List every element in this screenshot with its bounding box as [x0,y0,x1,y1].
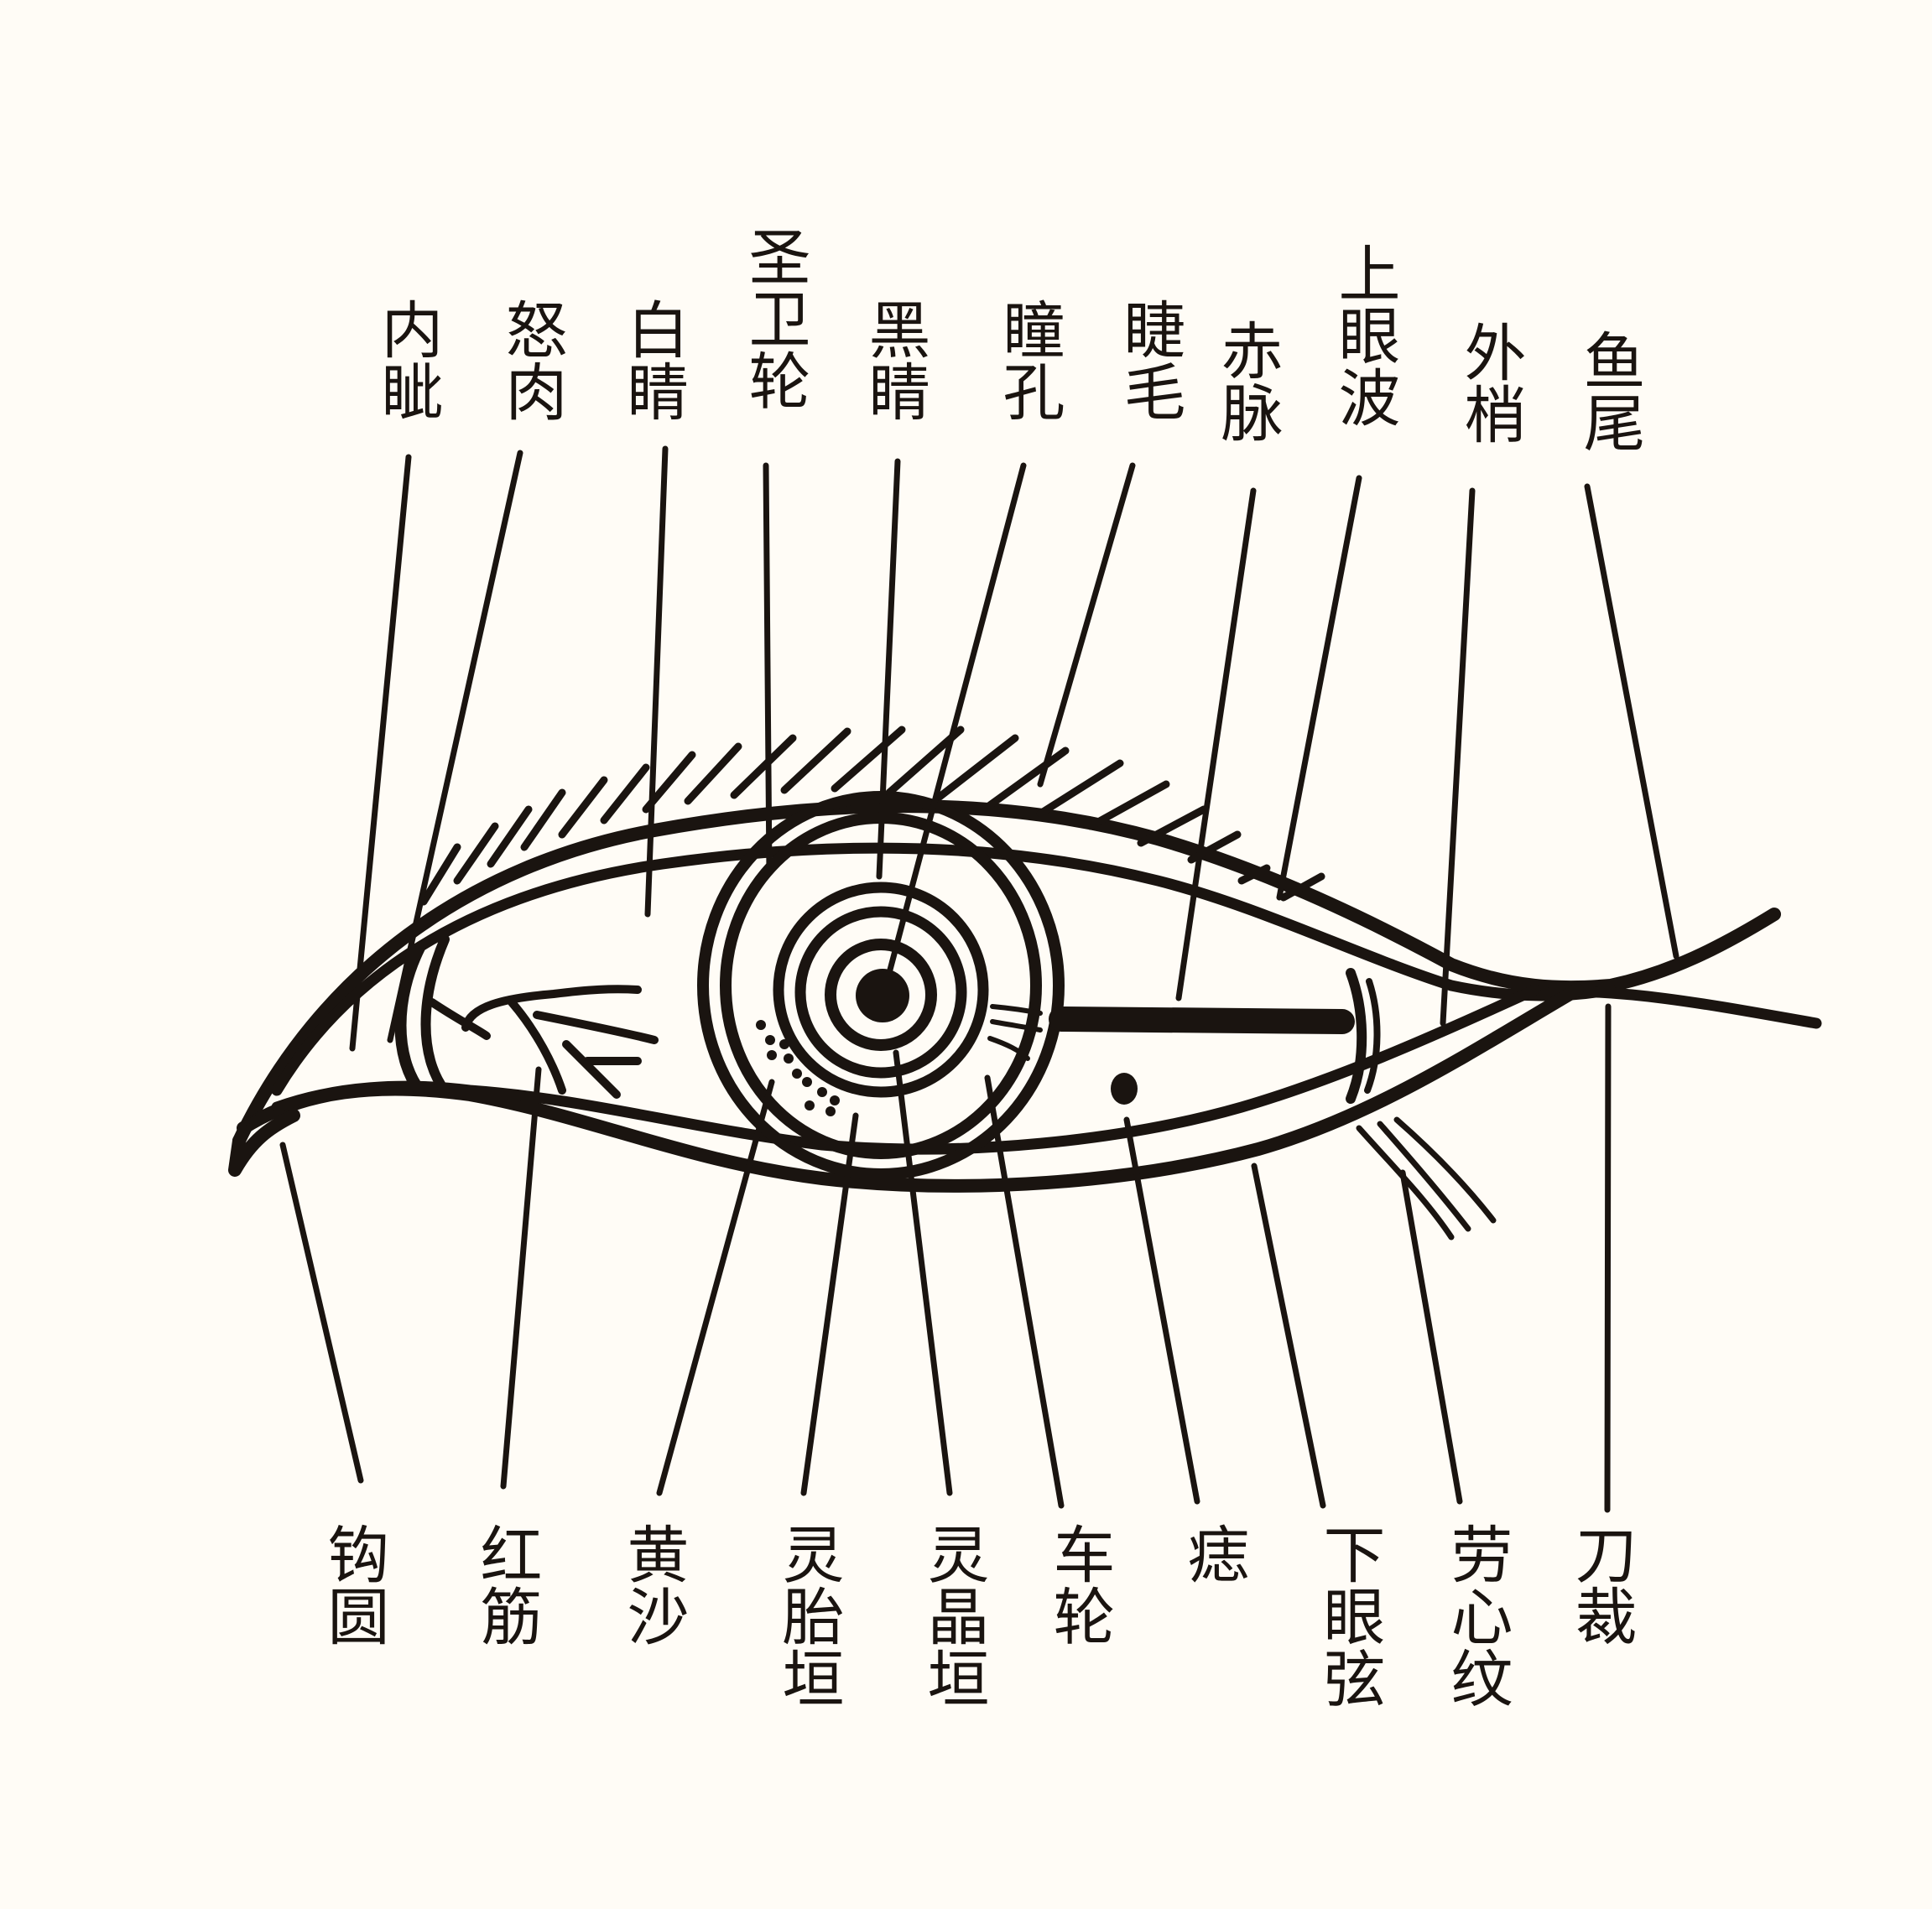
red-vessels [428,985,659,1099]
label-nurou: 怒肉 [495,298,567,422]
label-shengweilun: 圣卫轮 [738,225,810,411]
label-chimai: 赤脉 [1211,319,1283,443]
label-zhi: 痣 [1177,1522,1249,1584]
iris-ring-3 [825,939,937,1051]
outer-canthus-curve-2 [1364,978,1381,1094]
red-vein-band [1049,1007,1355,1034]
label-lingjingyuan: 灵晶垣 [917,1522,989,1709]
label-heijing: 黑睛 [858,298,930,422]
label-lingtaiyuan: 灵胎垣 [772,1522,844,1709]
label-baijing: 白睛 [617,298,689,422]
label-huangsha: 黄沙 [617,1522,689,1646]
label-waishao: 外梢 [1454,320,1526,445]
iris-ring-1 [773,882,989,1098]
outer-canthus-curve-1 [1346,968,1367,1104]
label-tongkong: 瞳孔 [992,298,1065,422]
label-laoxinwen: 劳心纹 [1440,1522,1513,1709]
pupil [856,969,909,1022]
label-jiemao: 睫毛 [1113,298,1185,422]
label-shangyanbo: 上眼波 [1328,242,1400,428]
label-daocai: 刀裁 [1565,1522,1637,1646]
caruncle-curve-1 [394,942,425,1096]
iris-ring-2 [794,906,967,1079]
upper-eyelid-inner [271,842,1617,1096]
eye-tail-lower [1546,986,1822,1029]
label-neizi: 内眦 [371,298,443,422]
wheel-lines [987,1004,1043,1061]
label-xiayanxian: 下眼弦 [1313,1522,1385,1709]
leader-lines [279,445,1679,1513]
mole [1111,1073,1138,1105]
label-hongjin: 红筋 [470,1522,542,1646]
inner-canthus-hook [228,1109,300,1177]
label-gouyuan: 钩圆 [317,1522,389,1646]
caruncle-curve-2 [420,934,450,1095]
label-chelun: 车轮 [1043,1522,1115,1646]
yellow-sand-dots [756,1020,840,1116]
label-yuwei: 鱼尾 [1573,329,1645,453]
worry-lines [1356,1116,1497,1241]
